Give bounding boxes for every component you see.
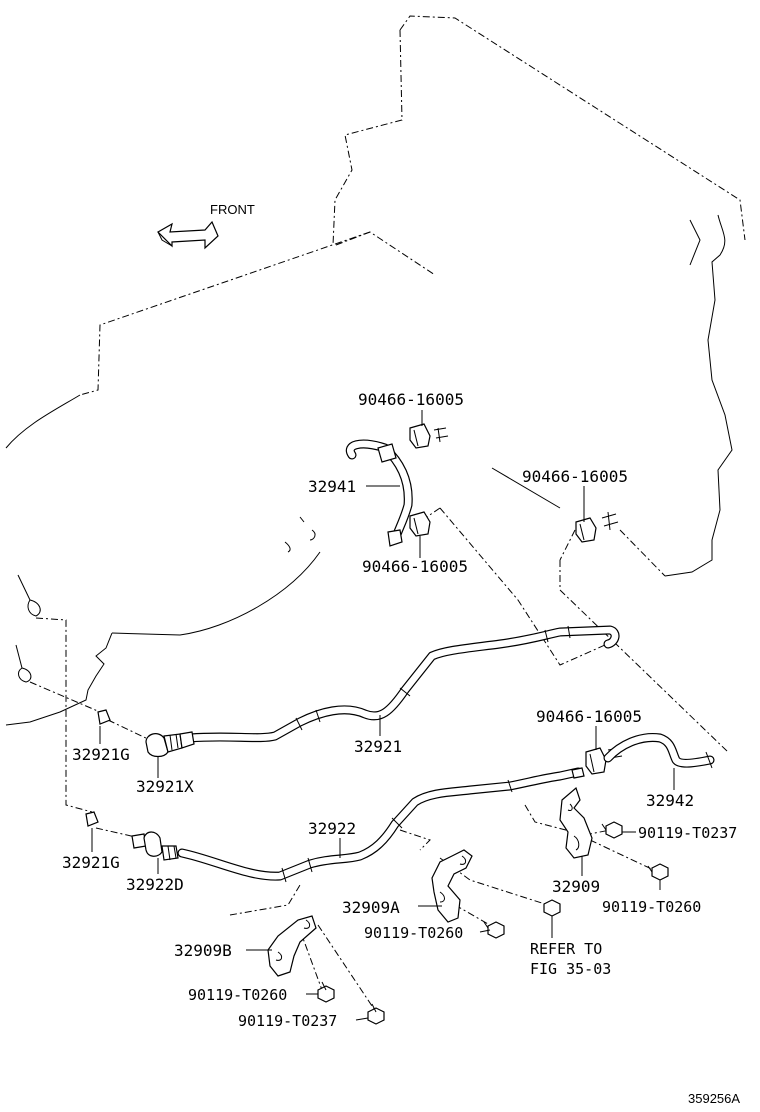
union-32922d[interactable] bbox=[131, 831, 179, 861]
label-refer-line2: FIG 35-03 bbox=[530, 960, 611, 978]
label-bracket-32909: 32909 bbox=[552, 877, 600, 896]
label-gasket-32921g-b: 32921G bbox=[62, 853, 120, 872]
bracket-32909a[interactable] bbox=[431, 849, 473, 923]
transmission-outline bbox=[5, 15, 746, 726]
clamp-right[interactable] bbox=[575, 511, 619, 543]
hose-32942[interactable] bbox=[603, 732, 715, 769]
label-tube-32922: 32922 bbox=[308, 819, 356, 838]
label-leaders bbox=[91, 410, 675, 1021]
front-arrow-icon bbox=[157, 220, 219, 250]
label-bolt-t0237-right: 90119-T0237 bbox=[638, 824, 737, 842]
bolt-t0260-right[interactable] bbox=[647, 863, 669, 881]
label-bracket-32909a: 32909A bbox=[342, 898, 400, 917]
label-hose-32942: 32942 bbox=[646, 791, 694, 810]
label-bolt-t0260-mid: 90119-T0260 bbox=[364, 924, 463, 942]
label-bolt-t0260-left: 90119-T0260 bbox=[188, 986, 287, 1004]
tube-32922[interactable] bbox=[177, 767, 585, 883]
label-bracket-32909b: 32909B bbox=[174, 941, 232, 960]
bolt-refer[interactable] bbox=[543, 899, 561, 917]
label-bolt-t0260-right: 90119-T0260 bbox=[602, 898, 701, 916]
bolt-t0260-left[interactable] bbox=[317, 981, 335, 1003]
label-clamp-mid: 90466-16005 bbox=[362, 557, 468, 576]
label-refer-line1: REFER TO bbox=[530, 940, 602, 958]
gasket-32921g-a[interactable] bbox=[97, 709, 111, 725]
label-tube-32921: 32921 bbox=[354, 737, 402, 756]
tube-32921[interactable] bbox=[185, 625, 620, 743]
label-union-32922d: 32922D bbox=[126, 875, 184, 894]
bolt-t0237-left[interactable] bbox=[367, 1003, 385, 1025]
gasket-32921g-b[interactable] bbox=[85, 811, 99, 827]
diagram-id: 359256A bbox=[688, 1091, 740, 1106]
label-clamp-lower-right: 90466-16005 bbox=[536, 707, 642, 726]
leader-dash-lines bbox=[29, 467, 729, 1013]
hose-32941[interactable] bbox=[345, 439, 413, 547]
front-label: FRONT bbox=[210, 202, 255, 217]
label-gasket-32921g-a: 32921G bbox=[72, 745, 130, 764]
bracket-32909[interactable] bbox=[559, 786, 593, 859]
label-bolt-t0237-left: 90119-T0237 bbox=[238, 1012, 337, 1030]
label-union-32921x: 32921X bbox=[136, 777, 194, 796]
clamp-top[interactable] bbox=[409, 423, 449, 449]
bolt-t0237-right[interactable] bbox=[601, 821, 623, 839]
label-hose-32941: 32941 bbox=[308, 477, 356, 496]
union-32921x[interactable] bbox=[145, 731, 195, 758]
clamp-mid[interactable] bbox=[409, 511, 431, 537]
label-clamp-right: 90466-16005 bbox=[522, 467, 628, 486]
bracket-32909b[interactable] bbox=[267, 915, 317, 977]
bolt-t0260-mid[interactable] bbox=[483, 921, 505, 939]
label-clamp-top: 90466-16005 bbox=[358, 390, 464, 409]
